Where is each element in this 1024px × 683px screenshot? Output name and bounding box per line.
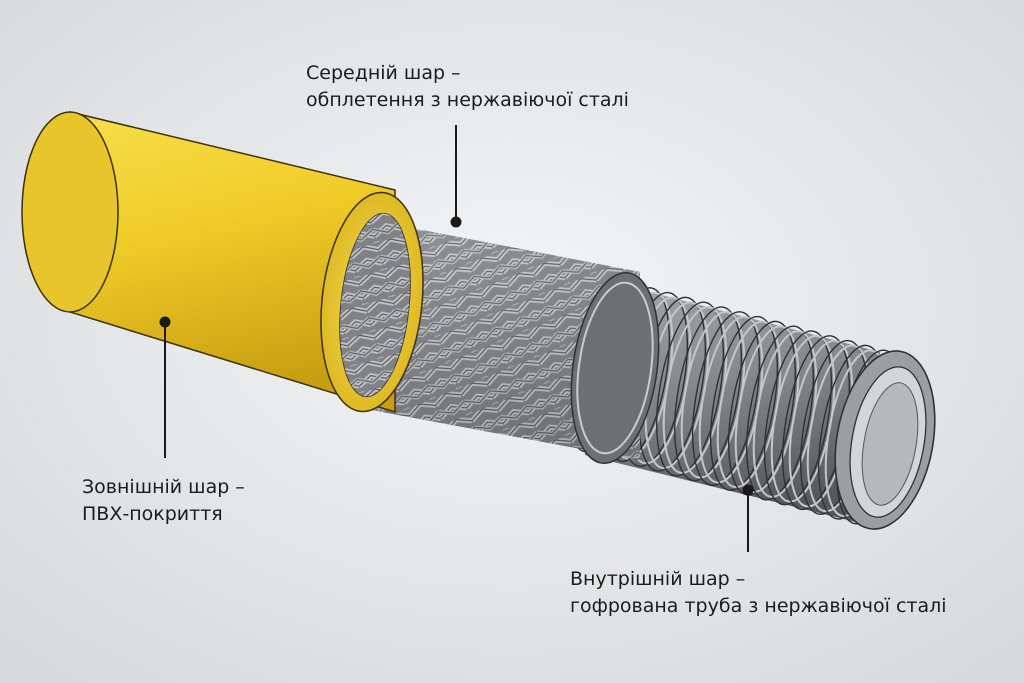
- corrugation-ring: [746, 325, 814, 501]
- label-inner-title: Внутрішній шар –: [570, 568, 746, 590]
- label-outer-layer: Зовнішній шар – ПВХ-покриття: [82, 474, 245, 528]
- label-middle-layer: Середній шар – обплетення з нержавіючої …: [306, 60, 629, 114]
- corrugation-ring: [710, 315, 778, 491]
- corrugation-ring: [656, 301, 724, 477]
- label-outer-title: Зовнішній шар –: [82, 476, 245, 498]
- label-inner-layer: Внутрішній шар – гофрована труба з нержа…: [570, 566, 947, 620]
- corrugation-ring: [674, 306, 742, 482]
- leader-dot-inner: [742, 484, 754, 496]
- label-middle-title: Середній шар –: [306, 62, 461, 84]
- label-middle-description: обплетення з нержавіючої сталі: [306, 89, 629, 111]
- leader-dot-middle: [450, 216, 462, 228]
- corrugation-ring: [692, 311, 760, 487]
- corrugation-ring: [764, 330, 832, 506]
- leader-dot-outer: [159, 316, 171, 328]
- pvc-outer-layer: [21, 111, 424, 414]
- corrugated-tube-end: [834, 350, 936, 530]
- label-outer-description: ПВХ-покриття: [82, 503, 223, 525]
- label-inner-description: гофрована труба з нержавіючої сталі: [570, 595, 947, 617]
